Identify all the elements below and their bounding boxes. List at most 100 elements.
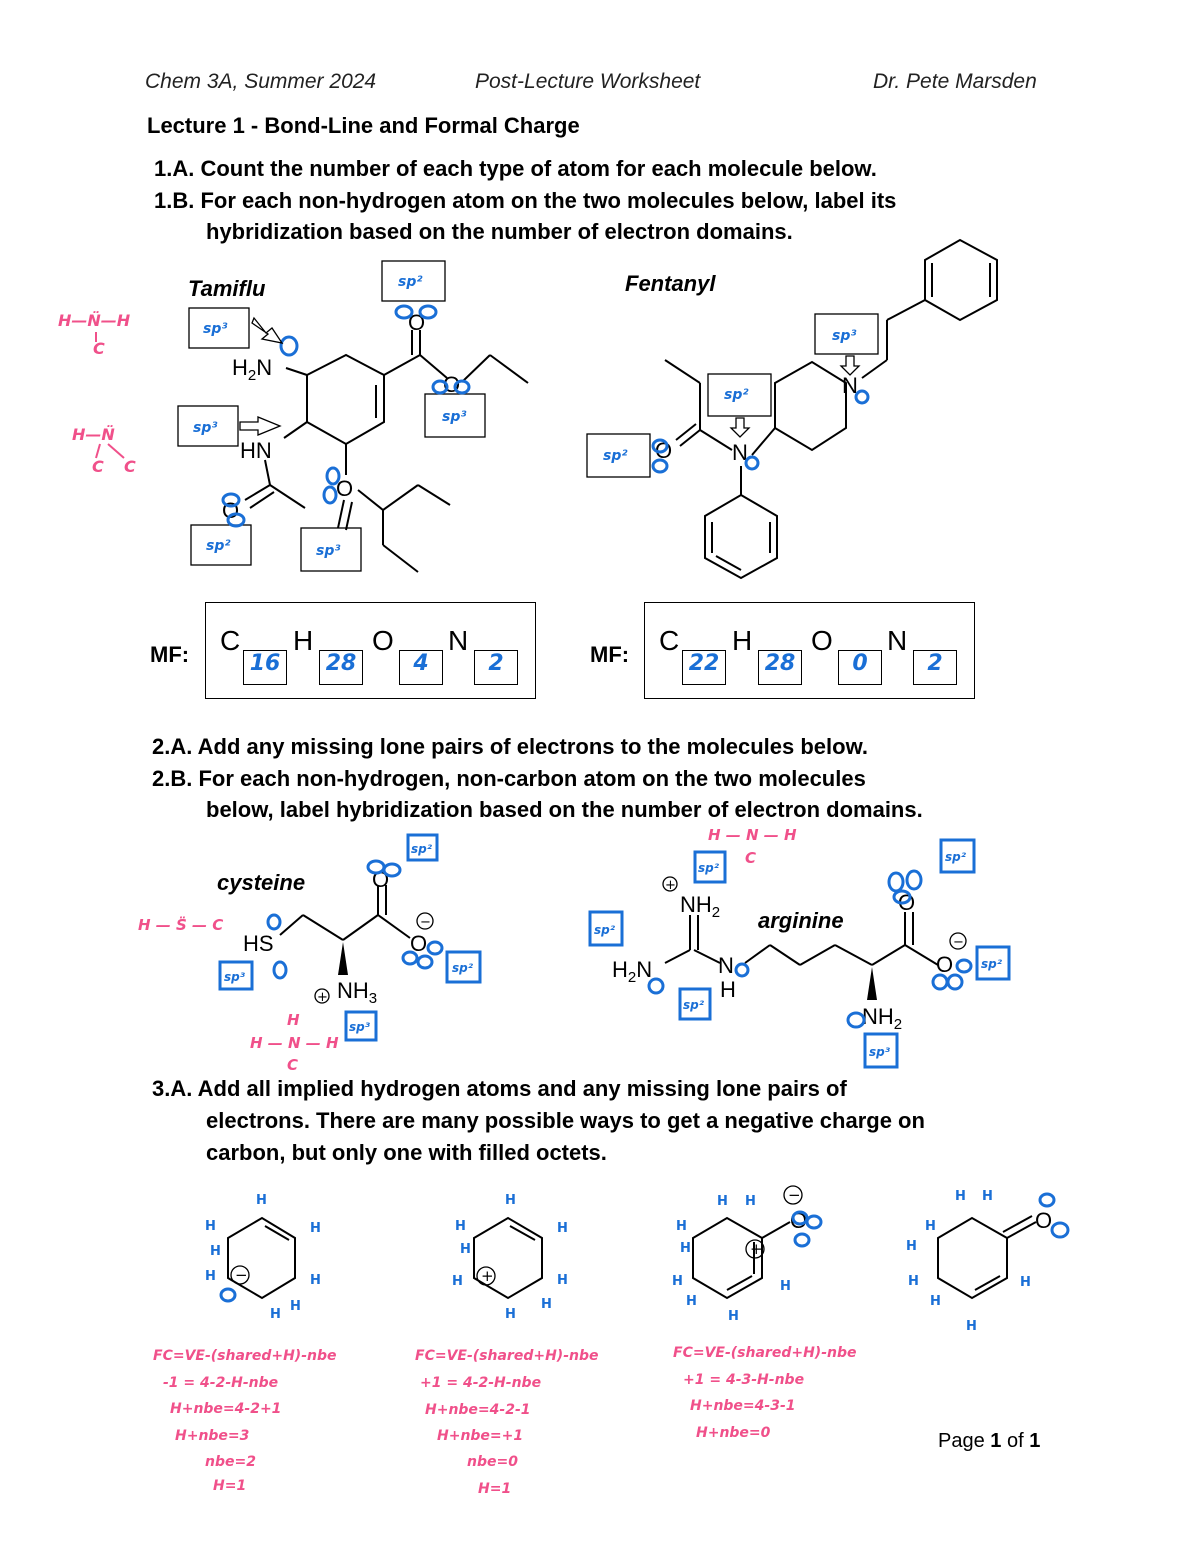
svg-text:arginine: arginine — [758, 908, 844, 933]
svg-text:+: + — [665, 878, 676, 893]
svg-text:H: H — [686, 1294, 697, 1309]
fc-note-3-line4: H+nbe=0 — [696, 1425, 771, 1441]
fc-note-3-line1: FC=VE-(shared+H)-nbe — [673, 1345, 856, 1361]
question-2b-line1: 2.B. For each non-hydrogen, non-carbon a… — [152, 766, 866, 791]
svg-text:sp²: sp² — [452, 961, 474, 975]
svg-text:H: H — [505, 1193, 516, 1208]
svg-text:sp³: sp³ — [349, 1020, 371, 1034]
fc-note-1-line4: H+nbe=3 — [175, 1428, 249, 1444]
svg-text:sp³: sp³ — [832, 328, 857, 344]
fc-note-1-line1: FC=VE-(shared+H)-nbe — [153, 1348, 336, 1364]
svg-text:sp³: sp³ — [193, 420, 218, 436]
fc-note-1-line5: nbe=2 — [205, 1454, 256, 1470]
svg-text:H: H — [505, 1307, 516, 1322]
mf-tamiflu-h: H — [293, 625, 314, 656]
svg-text:+: + — [481, 1267, 494, 1285]
svg-text:O: O — [936, 952, 953, 977]
svg-text:H: H — [906, 1239, 917, 1254]
mf-fentanyl-n: N — [887, 625, 908, 656]
svg-text:H: H — [728, 1309, 739, 1324]
svg-text:sp³: sp³ — [442, 409, 467, 425]
svg-text:C: C — [92, 457, 104, 476]
fc-note-2-line2: +1 = 4-2-H-nbe — [420, 1375, 541, 1391]
mf-tamiflu-n-count[interactable]: 2 — [474, 650, 518, 685]
question-1b-line1: 1.B. For each non-hydrogen atom on the t… — [154, 188, 897, 213]
svg-text:+: + — [750, 1240, 763, 1258]
svg-text:H: H — [745, 1194, 756, 1209]
svg-text:H: H — [780, 1279, 791, 1294]
mf-tamiflu-h-count[interactable]: 28 — [319, 650, 363, 685]
course-name: Chem 3A, Summer 2024 — [145, 70, 377, 93]
svg-text:H: H — [270, 1307, 281, 1322]
svg-text:C: C — [287, 1056, 298, 1074]
svg-text:−: − — [788, 1186, 801, 1204]
svg-text:H: H — [680, 1241, 691, 1256]
svg-text:H: H — [460, 1242, 471, 1257]
svg-text:sp²: sp² — [398, 274, 423, 290]
svg-text:H: H — [287, 1011, 300, 1029]
svg-text:H: H — [310, 1273, 321, 1288]
svg-text:N: N — [718, 953, 734, 978]
svg-text:H: H — [982, 1189, 993, 1204]
mf-label-fentanyl: MF: — [590, 642, 630, 667]
question-2a: 2.A. Add any missing lone pairs of elect… — [152, 734, 868, 759]
svg-text:H: H — [930, 1294, 941, 1309]
mf-fentanyl-c: C — [659, 625, 680, 656]
svg-text:H: H — [541, 1297, 552, 1312]
svg-text:+: + — [317, 990, 328, 1005]
question-1a: 1.A. Count the number of each type of at… — [154, 156, 877, 181]
svg-text:H: H — [210, 1244, 221, 1259]
mf-tamiflu-o: O — [372, 625, 394, 656]
svg-text:sp³: sp³ — [203, 321, 228, 337]
svg-text:H: H — [908, 1274, 919, 1289]
svg-text:H—N̈: H—N̈ — [72, 425, 115, 444]
svg-text:H — S̈ — C: H — S̈ — C — [138, 915, 223, 934]
svg-text:H: H — [205, 1219, 216, 1234]
fc-note-2-line5: nbe=0 — [467, 1454, 518, 1470]
svg-text:H: H — [955, 1189, 966, 1204]
svg-text:N: N — [732, 440, 748, 465]
fc-note-2-line3: H+nbe=4-2-1 — [425, 1402, 531, 1418]
svg-text:sp²: sp² — [724, 387, 749, 403]
svg-text:−: − — [235, 1266, 248, 1284]
svg-text:sp³: sp³ — [224, 970, 246, 984]
mf-fentanyl-h: H — [732, 625, 753, 656]
svg-text:H: H — [925, 1219, 936, 1234]
fc-note-2-line1: FC=VE-(shared+H)-nbe — [415, 1348, 598, 1364]
fc-note-1-line3: H+nbe=4-2+1 — [170, 1401, 281, 1417]
mf-fentanyl-n-count[interactable]: 2 — [913, 650, 957, 685]
svg-text:H — N — H: H — N — H — [250, 1034, 339, 1052]
svg-text:sp²: sp² — [411, 842, 433, 856]
mf-fentanyl-c-count[interactable]: 22 — [682, 650, 726, 685]
svg-text:H: H — [966, 1319, 977, 1334]
svg-text:H: H — [256, 1193, 267, 1208]
svg-text:C: C — [124, 457, 136, 476]
svg-text:sp²: sp² — [945, 850, 967, 864]
svg-text:C: C — [745, 849, 756, 867]
svg-text:sp²: sp² — [594, 923, 616, 937]
mf-fentanyl-o: O — [811, 625, 833, 656]
question-3a-line3: carbon, but only one with filled octets. — [206, 1140, 607, 1165]
mf-fentanyl-h-count[interactable]: 28 — [758, 650, 802, 685]
fc-note-2-line6: H=1 — [478, 1481, 511, 1497]
svg-text:sp²: sp² — [683, 998, 705, 1012]
mf-tamiflu-c-count[interactable]: 16 — [243, 650, 287, 685]
svg-text:H: H — [452, 1274, 463, 1289]
fc-note-3-line2: +1 = 4-3-H-nbe — [683, 1372, 804, 1388]
tamiflu-label: Tamiflu — [188, 276, 266, 301]
svg-text:H — N — H: H — N — H — [708, 826, 797, 844]
mf-tamiflu-o-count[interactable]: 4 — [399, 650, 443, 685]
fc-note-3-line3: H+nbe=4-3-1 — [690, 1398, 796, 1414]
lecture-title: Lecture 1 - Bond-Line and Formal Charge — [147, 113, 580, 138]
svg-text:H: H — [557, 1221, 568, 1236]
svg-text:sp²: sp² — [206, 538, 231, 554]
svg-text:sp³: sp³ — [869, 1045, 891, 1059]
svg-text:H: H — [310, 1221, 321, 1236]
question-2b-line2: below, label hybridization based on the … — [206, 797, 923, 822]
page-indicator: Page 1 of 1 — [938, 1430, 1041, 1452]
svg-text:−: − — [953, 935, 964, 950]
document-type: Post-Lecture Worksheet — [475, 70, 701, 93]
mf-fentanyl-o-count[interactable]: 0 — [838, 650, 882, 685]
svg-text:O: O — [1035, 1208, 1052, 1233]
instructor-name: Dr. Pete Marsden — [873, 70, 1037, 93]
